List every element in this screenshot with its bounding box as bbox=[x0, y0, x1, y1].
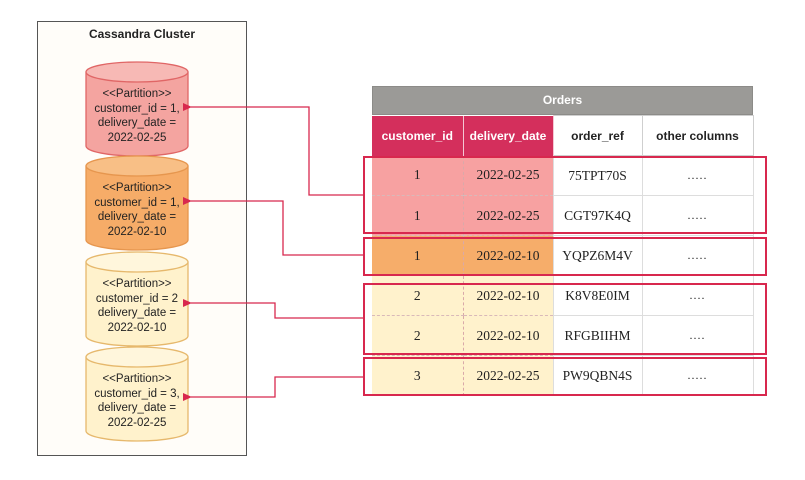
partition-group-outline-3 bbox=[363, 283, 767, 355]
partition-cylinder-3: <<Partition>> customer_id = 2 delivery_d… bbox=[85, 251, 189, 347]
partition-4-label: <<Partition>> customer_id = 3, delivery_… bbox=[85, 372, 189, 430]
partition-3-label: <<Partition>> customer_id = 2 delivery_d… bbox=[85, 277, 189, 335]
column-header-customer-id: customer_id bbox=[372, 115, 464, 156]
partition-4-key: customer_id = 3, bbox=[94, 387, 180, 400]
table-row: 1 2022-02-25 75TPT70S ..... bbox=[372, 155, 754, 196]
cell-other: .... bbox=[641, 315, 754, 356]
cell-customer-id: 1 bbox=[372, 195, 464, 236]
arrow-group-1-to-partition-1 bbox=[183, 103, 363, 196]
cell-order-ref: YQPZ6M4V bbox=[552, 235, 643, 276]
partition-4-date-label: delivery_date = bbox=[97, 402, 177, 414]
partition-2-key: customer_id = 1, bbox=[94, 196, 180, 209]
column-header-order-ref: order_ref bbox=[552, 115, 643, 156]
table-row: 2 2022-02-10 K8V8E0IM .... bbox=[372, 275, 754, 316]
orders-table-title: Orders bbox=[372, 86, 753, 115]
cell-delivery-date: 2022-02-25 bbox=[463, 355, 554, 396]
table-row: 1 2022-02-10 YQPZ6M4V ..... bbox=[372, 235, 754, 276]
partition-3-date-value: 2022-02-10 bbox=[107, 321, 167, 334]
partition-3-stereotype: <<Partition>> bbox=[102, 278, 172, 290]
partition-cylinder-2: <<Partition>> customer_id = 1, delivery_… bbox=[85, 155, 189, 251]
partition-1-label: <<Partition>> customer_id = 1, delivery_… bbox=[85, 87, 189, 145]
cell-delivery-date: 2022-02-10 bbox=[463, 275, 554, 316]
cell-customer-id: 1 bbox=[372, 235, 464, 276]
partition-group-outline-4 bbox=[363, 357, 767, 396]
cell-order-ref: K8V8E0IM bbox=[552, 275, 643, 316]
cell-order-ref: 75TPT70S bbox=[552, 155, 643, 196]
cluster-title: Cassandra Cluster bbox=[88, 27, 196, 41]
partition-group-outline-1 bbox=[363, 156, 767, 234]
column-header-delivery-date: delivery_date bbox=[463, 115, 554, 156]
partition-1-stereotype: <<Partition>> bbox=[102, 88, 172, 100]
table-row: 1 2022-02-25 CGT97K4Q ..... bbox=[372, 195, 754, 236]
partition-3-shape bbox=[85, 251, 189, 347]
partition-2-date-value: 2022-02-10 bbox=[107, 225, 167, 238]
partition-3-date-label: delivery_date = bbox=[97, 307, 177, 319]
cell-other: ..... bbox=[641, 355, 754, 396]
orders-table: customer_id delivery_date order_ref othe… bbox=[372, 115, 754, 396]
cell-customer-id: 3 bbox=[372, 355, 464, 396]
arrow-group-3-to-partition-3 bbox=[183, 299, 363, 319]
cell-other: .... bbox=[641, 275, 754, 316]
table-header-row: customer_id delivery_date order_ref othe… bbox=[372, 115, 754, 156]
partition-cylinder-4: <<Partition>> customer_id = 3, delivery_… bbox=[85, 346, 189, 442]
cell-other: ..... bbox=[641, 195, 754, 236]
cell-customer-id: 2 bbox=[372, 315, 464, 356]
column-header-other-columns: other columns bbox=[641, 115, 754, 156]
partition-group-outline-2 bbox=[363, 237, 767, 276]
partition-1-key: customer_id = 1, bbox=[94, 102, 180, 115]
cell-customer-id: 1 bbox=[372, 155, 464, 196]
partition-2-shape bbox=[85, 155, 189, 251]
table-row: 3 2022-02-25 PW9QBN4S ..... bbox=[372, 355, 754, 396]
partition-1-date-label: delivery_date = bbox=[97, 117, 177, 129]
arrow-group-2-to-partition-2 bbox=[183, 197, 363, 256]
partition-4-shape bbox=[85, 346, 189, 442]
partition-3-key: customer_id = 2 bbox=[95, 292, 179, 305]
partition-2-label: <<Partition>> customer_id = 1, delivery_… bbox=[85, 181, 189, 239]
partition-4-date-value: 2022-02-25 bbox=[107, 416, 167, 429]
partition-1-shape bbox=[85, 61, 189, 157]
partition-2-date-label: delivery_date = bbox=[97, 211, 177, 223]
partition-1-date-value: 2022-02-25 bbox=[107, 131, 167, 144]
cell-delivery-date: 2022-02-10 bbox=[463, 315, 554, 356]
cell-delivery-date: 2022-02-25 bbox=[463, 195, 554, 236]
cell-delivery-date: 2022-02-10 bbox=[463, 235, 554, 276]
partition-2-stereotype: <<Partition>> bbox=[102, 182, 172, 194]
cell-delivery-date: 2022-02-25 bbox=[463, 155, 554, 196]
cell-customer-id: 2 bbox=[372, 275, 464, 316]
partition-cylinder-1: <<Partition>> customer_id = 1, delivery_… bbox=[85, 61, 189, 157]
partition-4-stereotype: <<Partition>> bbox=[102, 373, 172, 385]
arrow-group-4-to-partition-4 bbox=[183, 376, 363, 401]
